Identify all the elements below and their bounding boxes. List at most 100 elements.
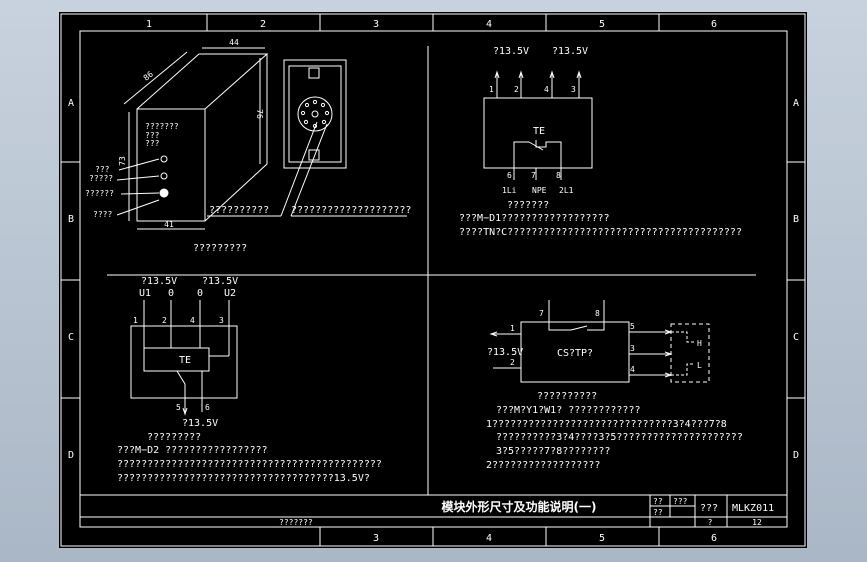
supply-label: ?13.5V — [202, 276, 238, 287]
te-module-figure-b: ?13.5V ?13.5V U1 0 0 U2 1 2 4 3 TE 5 6 ?… — [117, 276, 382, 484]
figure2-text-2: ????TN?C????????????????????????????????… — [459, 227, 742, 238]
title-cell: ??? — [700, 503, 718, 514]
indicator-led-3 — [159, 188, 169, 198]
external-device — [670, 323, 710, 383]
row-label: A — [793, 98, 799, 109]
callout-text-2: ???????????????????? — [291, 205, 411, 216]
te-box — [483, 97, 593, 169]
top-zone-ruler: 1 2 3 4 5 6 — [146, 14, 717, 31]
bottom-zone-ruler: 3 4 5 6 — [319, 527, 717, 546]
title-cell: ?? — [653, 508, 663, 517]
col-label: 3 — [373, 533, 379, 544]
module-top-face — [136, 53, 269, 110]
pin-label: 6 — [205, 403, 210, 412]
side-zone-rulers: A B C D A B C D — [61, 98, 805, 461]
leader-line — [116, 175, 160, 181]
figure4-text-4: 3?5?????7?8???????? — [496, 446, 610, 457]
leader-line — [120, 192, 160, 195]
box-label: TE — [179, 355, 191, 366]
pin-label: 4 — [630, 365, 635, 374]
socket-clip-bottom — [308, 149, 320, 161]
pin-label: 1 — [510, 324, 515, 333]
title-cell: ?? — [653, 497, 663, 506]
cs-tp-module-figure: CS?TP? 7 8 1 2 ?13.5V 5 3 4 H L ????????… — [486, 300, 743, 471]
figure4-text-5: 2?????????????????? — [486, 460, 600, 471]
supply-label: ?13.5V — [493, 46, 529, 57]
title-cell: ??? — [673, 497, 688, 506]
pin-label: 5 — [630, 322, 635, 331]
terminal-label: U1 — [139, 288, 151, 299]
module-outline-figure: 44 86 76 73 41 ??????? ??? ??? ??? ?????… — [85, 38, 411, 254]
sheet-number: 12 — [752, 518, 762, 527]
dim-left: 73 — [118, 156, 127, 166]
contact-wire — [548, 300, 571, 331]
te-box — [130, 325, 238, 399]
left-label: ????? — [89, 174, 113, 183]
col-label: 4 — [486, 19, 492, 30]
figure3-text-1: ???M−D2 ????????????????? — [117, 445, 268, 456]
indicator-led-1 — [160, 155, 168, 163]
drawing-canvas: 1 2 3 4 5 6 3 4 5 6 A B C D A B C D — [60, 13, 806, 547]
pin-label: 4 — [190, 316, 195, 325]
pin-label: 2 — [510, 358, 515, 367]
pin-label: 4 — [544, 85, 549, 94]
pin-label: 3 — [219, 316, 224, 325]
socket-pins — [300, 99, 330, 129]
figure4-text-1: ???M?Y1?W1? ???????????? — [496, 405, 641, 416]
col-label: 2 — [260, 19, 266, 30]
pin-label: 6 — [507, 171, 512, 180]
title-note: ??????? — [279, 518, 313, 527]
side-label: L — [697, 361, 702, 370]
supply-label: ?13.5V — [552, 46, 588, 57]
col-label: 6 — [711, 19, 717, 30]
socket-inner — [288, 65, 342, 163]
pin-label: 7 — [539, 309, 544, 318]
figure2-text-1: ???M−D1?????????????????? — [459, 213, 610, 224]
socket-outline — [283, 59, 347, 169]
supply-label: ?13.5V — [141, 276, 177, 287]
col-label: 4 — [486, 533, 492, 544]
drawing-title: 模块外形尺寸及功能说明(一) — [442, 499, 597, 514]
side-label: H — [697, 339, 702, 348]
pin-label: 8 — [595, 309, 600, 318]
supply-label: ?13.5V — [487, 347, 523, 358]
terminal-label: 1Li — [502, 186, 517, 195]
title-block: 模块外形尺寸及功能说明(一) ?? ?? ??? ??? MLKZ011 ? 1… — [80, 494, 787, 527]
terminal-label: 0 — [168, 288, 174, 299]
callout-text-1: ?????????? — [209, 205, 269, 216]
left-label: ???? — [93, 210, 112, 219]
pin-label: 8 — [556, 171, 561, 180]
te-module-figure-a: ?13.5V ?13.5V 1 2 4 3 TE 6 7 8 1Li NPE 2… — [459, 46, 742, 238]
terminal-label: U2 — [224, 288, 236, 299]
contact-wire — [535, 140, 562, 180]
front-face-text: ??????? — [145, 122, 179, 131]
col-label: 1 — [146, 19, 152, 30]
dim-height: 76 — [255, 109, 264, 119]
front-face-text: ??? — [145, 131, 160, 140]
figure3-caption: ????????? — [147, 432, 201, 443]
figure3-text-3: ????????????????????????????????????13.5… — [117, 473, 370, 484]
row-label: D — [793, 450, 799, 461]
cs-box — [520, 321, 630, 383]
dim-top: 44 — [229, 38, 239, 47]
terminal-label: NPE — [532, 186, 547, 195]
figure3-text-2: ????????????????????????????????????????… — [117, 459, 382, 470]
module-side-face — [204, 54, 268, 222]
col-label: 5 — [599, 533, 605, 544]
row-label: D — [68, 450, 74, 461]
box-label: TE — [533, 126, 545, 137]
pin-label: 3 — [571, 85, 576, 94]
figure2-caption: ??????? — [507, 200, 549, 211]
socket-pin-circle — [297, 96, 333, 132]
pin-label: 3 — [630, 344, 635, 353]
pin-label: 2 — [514, 85, 519, 94]
left-label: ??? — [95, 165, 110, 174]
terminal-label: 0 — [197, 288, 203, 299]
title-cell: ? — [708, 518, 713, 527]
row-label: A — [68, 98, 74, 109]
pin-label: 1 — [133, 316, 138, 325]
col-label: 6 — [711, 533, 717, 544]
callout-line — [290, 123, 328, 217]
leader-line — [118, 158, 160, 171]
drawing-sheet: 1 2 3 4 5 6 3 4 5 6 A B C D A B C D — [59, 12, 807, 548]
